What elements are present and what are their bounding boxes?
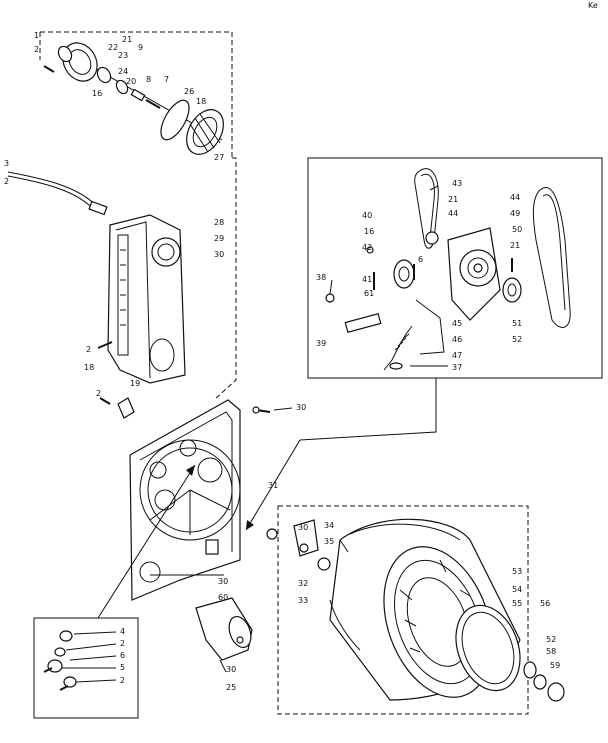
bulkhead-panel (129, 399, 241, 601)
callout-21: 21 (122, 35, 132, 44)
callout-38: 38 (316, 273, 326, 282)
callout-33: 33 (298, 596, 308, 605)
callout-41: 41 (362, 275, 372, 284)
callout-34: 34 (324, 521, 334, 530)
callout-16: 16 (92, 89, 102, 98)
corner-text: Ke (588, 1, 598, 10)
callout-6b: 6 (120, 651, 125, 660)
callout-44a: 44 (510, 193, 520, 202)
callout-5: 5 (120, 663, 125, 672)
connector-idler-to-drum (245, 378, 437, 531)
callout-45: 45 (452, 319, 462, 328)
callout-2d: 2 (96, 389, 101, 398)
callout-2c: 2 (86, 345, 91, 354)
callout-2e: 2 (120, 639, 125, 648)
callout-30a: 30 (214, 250, 224, 259)
callout-7: 7 (164, 75, 169, 84)
callout-35: 35 (324, 537, 334, 546)
callout-61: 61 (364, 289, 374, 298)
arrow-inset-to-bulkhead (97, 464, 196, 619)
callout-30d: 30 (218, 577, 228, 586)
callout-2b: 2 (4, 177, 9, 186)
callout-3: 3 (4, 159, 9, 168)
callout-54: 54 (512, 585, 522, 594)
callout-30e: 30 (226, 665, 236, 674)
callout-2: 2 (34, 45, 39, 54)
callout-44b: 44 (448, 209, 458, 218)
callout-31: 31 (268, 481, 278, 490)
callout-29: 29 (214, 234, 224, 243)
callout-30c: 30 (298, 523, 308, 532)
callout-25: 25 (226, 683, 236, 692)
callout-21b: 21 (510, 241, 520, 250)
inset-box-bottom-left (33, 617, 139, 719)
callout-46: 46 (452, 335, 462, 344)
callout-50: 50 (512, 225, 522, 234)
callout-53: 53 (512, 567, 522, 576)
callout-2f: 2 (120, 676, 125, 685)
callout-32: 32 (298, 579, 308, 588)
callout-42: 42 (362, 243, 372, 252)
filter-bracket (99, 397, 135, 419)
callout-27: 27 (214, 153, 224, 162)
callout-24: 24 (118, 67, 128, 76)
callout-52b: 52 (546, 635, 556, 644)
callout-4: 4 (120, 627, 125, 636)
callout-16b: 16 (364, 227, 374, 236)
callout-22: 22 (108, 43, 118, 52)
callout-19: 19 (130, 379, 140, 388)
callout-labels: 1 21 22 2 23 9 24 20 8 7 16 26 18 27 3 2… (4, 31, 560, 692)
callout-1: 1 (34, 31, 39, 40)
callout-56: 56 (540, 599, 550, 608)
callout-9: 9 (138, 43, 143, 52)
callout-51: 51 (512, 319, 522, 328)
motor-pulley-assembly (39, 31, 237, 401)
callout-39: 39 (316, 339, 326, 348)
callout-23: 23 (118, 51, 128, 60)
callout-55: 55 (512, 599, 522, 608)
callout-49: 49 (510, 209, 520, 218)
callout-20: 20 (126, 77, 136, 86)
callout-30b: 30 (296, 403, 306, 412)
callout-47: 47 (452, 351, 462, 360)
drive-motor (195, 597, 253, 673)
callout-18b: 18 (84, 363, 94, 372)
callout-28: 28 (214, 218, 224, 227)
callout-59: 59 (550, 661, 560, 670)
blower-housing (7, 171, 186, 384)
callout-18a: 18 (196, 97, 206, 106)
callout-26: 26 (184, 87, 194, 96)
screw-30 (252, 406, 293, 414)
callout-52a: 52 (512, 335, 522, 344)
callout-43: 43 (452, 179, 462, 188)
callout-60: 60 (218, 593, 228, 602)
callout-8: 8 (146, 75, 151, 84)
callout-58: 58 (546, 647, 556, 656)
callout-21a: 21 (448, 195, 458, 204)
callout-37: 37 (452, 363, 462, 372)
callout-6: 6 (418, 255, 423, 264)
inset-box-idler (307, 157, 603, 379)
drum-assembly (266, 505, 565, 715)
callout-40: 40 (362, 211, 372, 220)
